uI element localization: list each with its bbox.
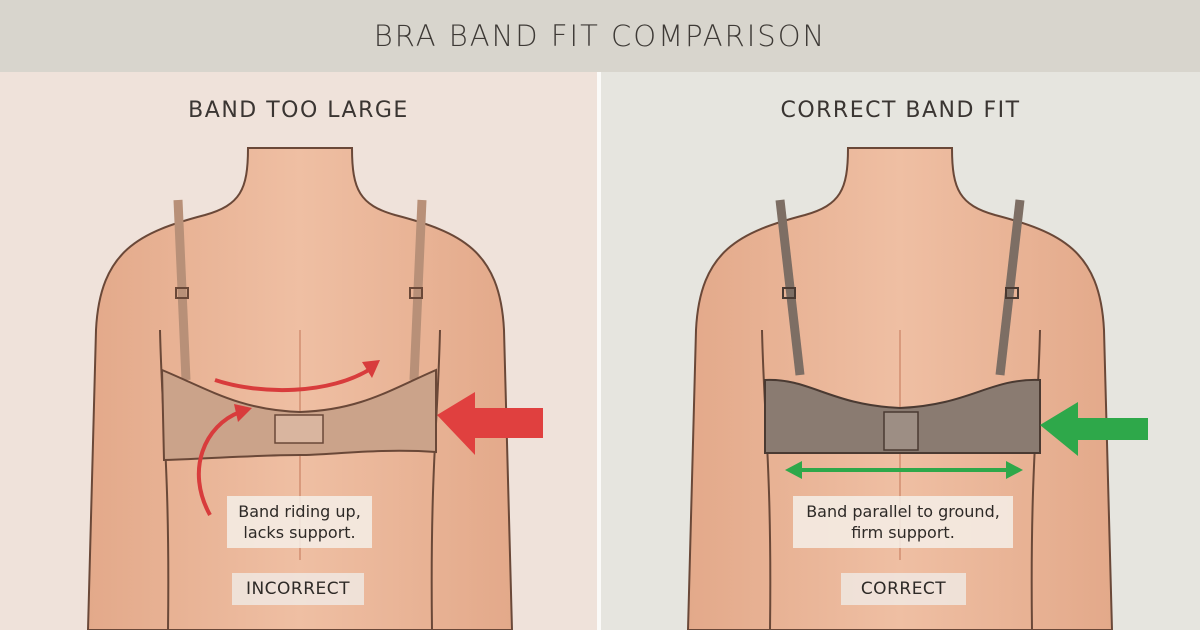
panel-title: CORRECT BAND FIT <box>780 98 1021 123</box>
caption-line: Band riding up, <box>238 502 361 521</box>
curved-arrow-icon <box>214 366 374 393</box>
curved-arrow-icon <box>196 410 241 516</box>
back-figure-right <box>686 147 1148 630</box>
green-arrow-left-icon <box>1040 402 1148 456</box>
caption-line: Band parallel to ground, <box>806 502 1000 521</box>
header: BRA BAND FIT COMPARISON <box>0 0 1200 72</box>
bra-loose <box>160 199 437 462</box>
verdict-correct: CORRECT <box>841 573 966 605</box>
verdict-incorrect: INCORRECT <box>232 573 364 605</box>
panel-title: BAND TOO LARGE <box>188 98 409 123</box>
double-arrow-icon <box>785 461 1023 479</box>
caption-line: firm support. <box>851 523 955 542</box>
divider <box>597 72 601 630</box>
back-figure-left <box>86 147 543 630</box>
caption-correct: Band parallel to ground, firm support. <box>793 496 1013 548</box>
caption-line: lacks support. <box>243 523 356 542</box>
bra-correct <box>764 199 1041 454</box>
red-arrow-left-icon <box>437 392 543 455</box>
page-title: BRA BAND FIT COMPARISON <box>373 19 827 53</box>
caption-incorrect: Band riding up, lacks support. <box>227 496 372 548</box>
